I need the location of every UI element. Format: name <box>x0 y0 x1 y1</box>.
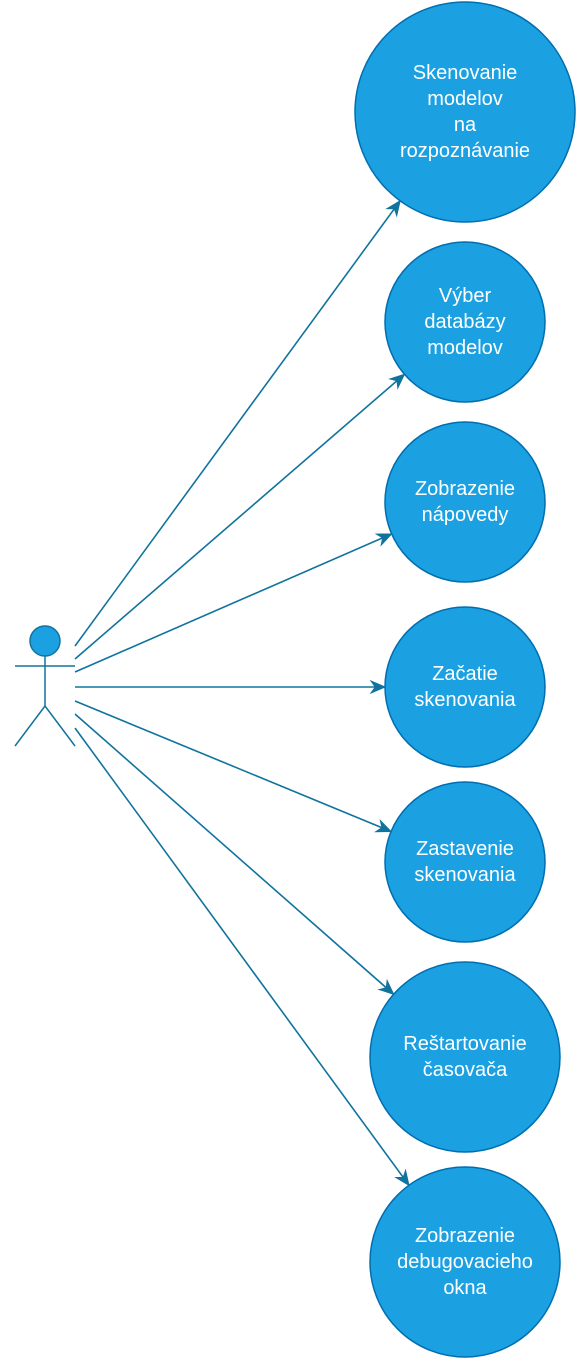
actor-head-icon <box>29 625 61 657</box>
association-line <box>74 536 385 673</box>
association-uc2[interactable] <box>74 373 406 660</box>
use-case-ellipse <box>384 606 546 768</box>
use-case-uc1[interactable]: Skenovanie modelov na rozpoznávanie <box>354 1 576 223</box>
arrowhead-icon <box>394 1168 410 1187</box>
use-case-uc5[interactable]: Zastavenie skenovania <box>384 781 546 943</box>
association-uc1[interactable] <box>74 199 401 647</box>
association-line <box>74 206 397 647</box>
use-case-label-line: okna <box>443 1277 487 1299</box>
use-case-uc7[interactable]: Zobrazenie debugovacieho okna <box>369 1166 561 1358</box>
association-uc6[interactable] <box>74 713 395 996</box>
use-case-ellipse <box>369 1166 561 1358</box>
use-case-label-line: modelov <box>427 337 503 359</box>
use-case-label-line: časovača <box>423 1059 508 1081</box>
association-line <box>74 727 405 1180</box>
association-uc4[interactable] <box>75 679 387 695</box>
use-case-label-line: Reštartovanie <box>403 1033 526 1055</box>
actor-left-leg <box>14 705 46 747</box>
use-case-label-line: databázy <box>424 311 505 333</box>
association-uc5[interactable] <box>74 700 393 833</box>
use-case-uc3[interactable]: Zobrazenie nápovedy <box>384 421 546 583</box>
use-case-label-line: Začatie <box>432 663 498 685</box>
association-line <box>74 700 384 830</box>
use-case-uc6[interactable]: Reštartovanie časovača <box>369 961 561 1153</box>
use-case-ellipse <box>384 421 546 583</box>
actor-right-leg <box>44 705 76 747</box>
association-uc7[interactable] <box>74 727 410 1187</box>
arrowhead-icon <box>369 679 387 695</box>
use-case-label-line: skenovania <box>414 864 516 886</box>
use-case-label-line: skenovania <box>414 689 516 711</box>
use-case-ellipse <box>354 1 576 223</box>
arrowhead-icon <box>388 373 406 390</box>
arrowhead-icon <box>377 978 395 996</box>
use-case-ellipse <box>384 241 546 403</box>
association-line <box>74 378 399 660</box>
use-case-uc4[interactable]: Začatie skenovania <box>384 606 546 768</box>
use-case-uc2[interactable]: Výber databázy modelov <box>384 241 546 403</box>
use-case-label-line: Zobrazenie <box>415 478 515 500</box>
association-line <box>74 713 389 990</box>
use-case-label-line: rozpoznávanie <box>400 140 530 162</box>
association-uc3[interactable] <box>74 533 393 673</box>
use-case-ellipse <box>369 961 561 1153</box>
arrowhead-icon <box>385 199 401 218</box>
use-case-label-line: debugovacieho <box>397 1251 533 1273</box>
associations-layer <box>74 199 410 1187</box>
use-case-label-line: Zastavenie <box>416 838 514 860</box>
use-case-label-line: modelov <box>427 88 503 110</box>
use-case-label-line: Zobrazenie <box>415 1225 515 1247</box>
actor[interactable] <box>14 625 76 747</box>
arrowhead-icon <box>374 533 393 547</box>
use-case-label-line: Výber <box>439 285 492 307</box>
arrowhead-icon <box>374 818 393 833</box>
use-case-label-line: na <box>454 114 477 136</box>
use-case-ellipse <box>384 781 546 943</box>
use-case-label-line: Skenovanie <box>413 62 518 84</box>
use-case-label-line: nápovedy <box>422 504 509 526</box>
